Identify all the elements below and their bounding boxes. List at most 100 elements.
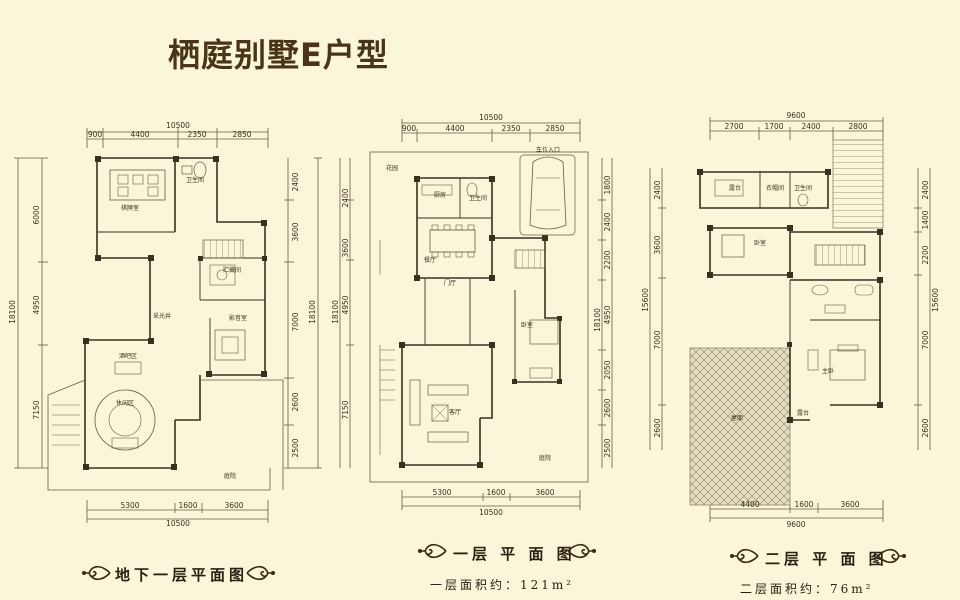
dim-f1-bottom-1: 1600 — [486, 488, 505, 497]
dim-f1-right-2: 2200 — [603, 250, 612, 269]
dim-f2-left-3: 7000 — [653, 330, 662, 349]
dim-f2-top-1: 1700 — [764, 122, 783, 131]
dim-f1-right-4: 2050 — [603, 360, 612, 379]
dim-f1-top-2: 2350 — [501, 124, 520, 133]
room-f2-closet: 衣帽间 — [766, 184, 784, 192]
dim-f1-right-6: 2500 — [603, 438, 612, 457]
dim-f1-right-0: 1800 — [603, 175, 612, 194]
basement-plan — [14, 128, 322, 523]
room-f1-kitchen: 厨房 — [434, 191, 446, 199]
dim-f2-right-4: 7000 — [921, 330, 930, 349]
dim-f1-right-total: 18100 — [593, 308, 602, 332]
dim-f2-bottom-0: 4400 — [740, 500, 759, 509]
dim-f1-left-3: 18100 — [331, 300, 340, 324]
dim-f1-left-2: 4950 — [341, 295, 350, 314]
dim-f2-bottom-2: 3600 — [840, 500, 859, 509]
room-f2-wc: 卫生间 — [794, 184, 812, 192]
room-f2-balcony: 露台 — [797, 409, 809, 417]
room-f2-bed: 卧室 — [754, 239, 766, 247]
dim-f1-top-1: 4400 — [445, 124, 464, 133]
ornament-right-icon — [246, 565, 275, 581]
dim-f2-top-total: 9600 — [786, 111, 805, 120]
room-f1-living: 客厅 — [449, 408, 461, 416]
room-f1-hall: 门厅 — [444, 279, 456, 287]
dim-b-top-2: 2350 — [187, 130, 206, 139]
floor2-plan — [649, 117, 931, 522]
dim-b-right-1: 3600 — [291, 222, 300, 241]
ornament-right-icon-f2 — [877, 548, 906, 564]
caption-basement: 地下一层平面图 — [115, 566, 249, 584]
room-f1-wc: 卫生间 — [469, 194, 487, 202]
dim-f1-bottom-total: 10500 — [479, 508, 503, 517]
dim-b-right-total: 18100 — [308, 300, 317, 324]
dim-b-left-2: 4950 — [32, 295, 41, 314]
room-f1-garage: 车位入口 — [536, 146, 560, 154]
room-f2-master: 主卧 — [822, 367, 834, 375]
ornament-left-icon-f2 — [730, 548, 759, 564]
dim-f1-top-total: 10500 — [479, 113, 503, 122]
dim-f1-right-5: 2600 — [603, 398, 612, 417]
ornament-right-icon-f1 — [567, 543, 596, 559]
room-b-leisure: 休闲区 — [116, 399, 134, 407]
dim-f2-right-2: 2200 — [921, 245, 930, 264]
room-b-shaft: 采光井 — [153, 312, 171, 320]
dim-f2-left-0: 2400 — [653, 180, 662, 199]
page-title: 栖庭别墅E户型 — [168, 36, 389, 74]
dim-f1-left-0: 2400 — [341, 188, 350, 207]
room-f2-roof: 屋面 — [731, 415, 743, 422]
dim-b-left-3: 7150 — [32, 400, 41, 419]
room-b-storage: 贮藏间 — [223, 266, 241, 274]
dimension-labels: 10500 900 4400 2350 2850 6000 18100 4950… — [8, 111, 940, 529]
dim-f2-left-4: 2600 — [653, 418, 662, 437]
dim-b-top-total: 10500 — [166, 121, 190, 130]
room-b-tea: 棋牌室 — [121, 204, 139, 212]
caption-floor2: 二层 平 面 图 — [765, 550, 888, 568]
dim-b-bottom-2: 3600 — [224, 501, 243, 510]
dim-f1-left-1: 3600 — [341, 238, 350, 257]
dim-b-bottom-0: 5300 — [120, 501, 139, 510]
dim-f1-bottom-2: 3600 — [535, 488, 554, 497]
ornament-left-icon-f1 — [418, 543, 447, 559]
room-labels: 棋牌室 卫生间 贮藏间 采光井 影音室 酒吧区 休闲区 庭院 厨房 卫生间 餐厅… — [116, 146, 834, 480]
dim-b-left-1: 18100 — [8, 300, 17, 324]
room-f2-terrace: 露台 — [729, 184, 741, 192]
dim-f2-right-0: 2400 — [921, 180, 930, 199]
dim-f2-right-3: 15600 — [931, 288, 940, 312]
room-b-court: 庭院 — [224, 472, 236, 480]
dim-f1-right-1: 2400 — [603, 212, 612, 231]
room-f1-dining: 餐厅 — [424, 256, 436, 264]
dim-b-top-1: 4400 — [130, 130, 149, 139]
dim-b-right-2: 7000 — [291, 312, 300, 331]
dim-b-bottom-total: 10500 — [166, 519, 190, 528]
dim-f1-left-4: 7150 — [341, 400, 350, 419]
room-f1-bed: 卧室 — [521, 321, 533, 329]
caption-floor1: 一层 平 面 图 — [453, 545, 576, 563]
room-b-audio: 影音室 — [229, 314, 247, 322]
floor1-plan — [339, 119, 613, 510]
room-b-wc: 卫生间 — [186, 176, 204, 184]
dim-b-left-0: 6000 — [32, 205, 41, 224]
dim-f1-bottom-0: 5300 — [432, 488, 451, 497]
dim-f1-right-3: 4950 — [603, 305, 612, 324]
dim-f2-right-1: 1400 — [921, 210, 930, 229]
dim-f1-top-3: 2850 — [545, 124, 564, 133]
room-f1-court: 庭院 — [539, 454, 551, 462]
dim-b-right-0: 2400 — [291, 172, 300, 191]
dim-f2-left-2: 15600 — [641, 288, 650, 312]
dim-f1-top-0: 900 — [402, 124, 417, 133]
ornament-left-icon — [82, 565, 111, 581]
dim-f2-bottom-total: 9600 — [786, 520, 805, 529]
dim-b-top-0: 900 — [88, 130, 103, 139]
dim-f2-right-5: 2600 — [921, 418, 930, 437]
dim-b-bottom-1: 1600 — [178, 501, 197, 510]
dim-b-top-3: 2850 — [232, 130, 251, 139]
dim-f2-bottom-1: 1600 — [794, 500, 813, 509]
dim-f2-left-1: 3600 — [653, 235, 662, 254]
dim-f2-top-2: 2400 — [801, 122, 820, 131]
area-floor2: 二层面积约：76m² — [740, 582, 874, 596]
dim-b-right-3: 2600 — [291, 392, 300, 411]
room-b-bar: 酒吧区 — [119, 352, 137, 360]
area-floor1: 一层面积约：121m² — [430, 578, 575, 592]
room-f1-garden: 花园 — [386, 164, 398, 172]
